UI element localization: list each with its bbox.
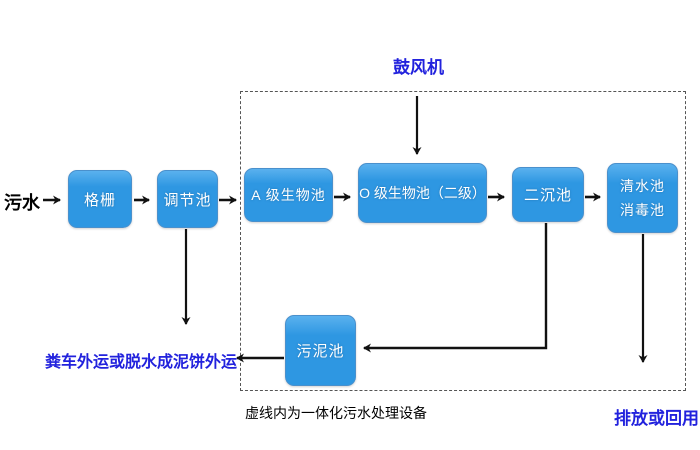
- integrated-equipment-dashed-boundary: [240, 91, 686, 391]
- node-grid-label: 格栅: [83, 191, 116, 209]
- line-secondary-sed-to-sludge: [363, 223, 548, 353]
- node-clear-water-tank-label: 清水池: [620, 178, 665, 194]
- node-secondary-sedimentation-tank-label: 二沉池: [523, 187, 572, 204]
- node-grid: 格栅: [68, 170, 132, 228]
- node-sludge-tank-label: 污泥池: [296, 343, 345, 360]
- blower-label: 鼓风机: [393, 58, 444, 77]
- node-a-bio-tank-label: A 级生物池: [251, 187, 326, 203]
- node-o-bio-tank-label: O 级生物池（二级）: [359, 185, 486, 201]
- sludge-outhaul-label: 粪车外运或脱水成泥饼外运: [45, 354, 238, 371]
- dashed-boundary-caption: 虚线内为一体化污水处理设备: [245, 405, 427, 421]
- node-disinfection-tank-label: 消毒池: [620, 202, 665, 218]
- discharge-reuse-label: 排放或回用: [614, 409, 699, 428]
- node-regulating-tank-label: 调节池: [163, 191, 212, 209]
- node-secondary-sedimentation-tank: 二沉池: [512, 167, 584, 222]
- node-regulating-tank: 调节池: [157, 170, 218, 228]
- node-a-bio-tank: A 级生物池: [244, 168, 333, 222]
- node-o-bio-tank: O 级生物池（二级）: [358, 163, 487, 223]
- node-clear-water-disinfection-tank: 清水池 消毒池: [607, 163, 678, 233]
- node-sludge-tank: 污泥池: [285, 315, 356, 386]
- sewage-inlet-label: 污水: [4, 193, 40, 213]
